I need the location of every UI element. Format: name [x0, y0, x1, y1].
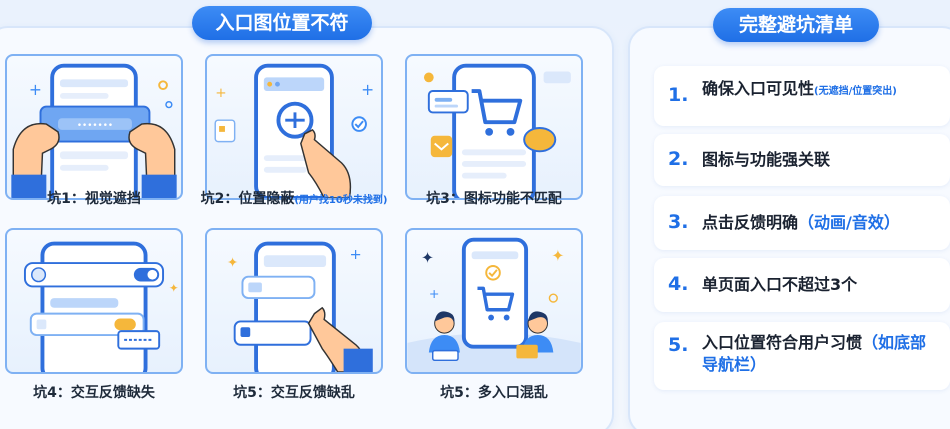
svg-text:+: +: [429, 286, 440, 301]
checklist-number: 3.: [668, 211, 689, 233]
checklist-item-5: 5. 入口位置符合用户习惯（如底部导航栏）: [654, 322, 950, 390]
checklist-note: （动画/音效）: [798, 213, 900, 232]
visual-obstruction-illustration: ••••••• +: [11, 63, 177, 198]
svg-text:✦: ✦: [421, 249, 434, 267]
pitfall-card-2: + +: [205, 54, 383, 200]
svg-text:✦: ✦: [227, 255, 238, 271]
pitfall-caption-3: 坑3：图标功能不匹配: [426, 191, 562, 207]
checklist-item-2: 2. 图标与功能强关联: [654, 134, 950, 186]
svg-text:+: +: [215, 85, 226, 101]
checklist-item-1: 1. 确保入口可见性(无遮挡/位置突出): [654, 66, 950, 126]
svg-text:•••••••: •••••••: [77, 121, 113, 131]
chaotic-feedback-illustration: ✦ +: [227, 241, 373, 372]
checklist-text: 单页面入口不超过3个: [702, 275, 858, 294]
checklist-item-4: 4. 单页面入口不超过3个: [654, 258, 950, 312]
checklist-text: 点击反馈明确: [702, 213, 799, 232]
svg-text:✦: ✦: [169, 281, 179, 295]
multiple-entries-illustration: ✦ ✦ +: [407, 237, 581, 372]
svg-text:✦: ✦: [551, 247, 564, 265]
pitfall-card-4: ✦: [5, 228, 183, 374]
svg-text:+: +: [29, 81, 42, 99]
checklist-number: 4.: [668, 273, 689, 295]
pitfall-card-5: ✦ +: [205, 228, 383, 374]
checklist-number: 5.: [668, 334, 689, 356]
pitfall-card-1: ••••••• +: [5, 54, 183, 200]
hidden-position-illustration: + +: [214, 63, 374, 198]
checklist-text: 入口位置符合用户习惯: [702, 333, 863, 352]
pitfall-caption-1: 坑1：视觉遮挡: [47, 191, 141, 207]
pitfall-card-3: [405, 54, 583, 200]
pitfalls-title: 入口图位置不符: [192, 6, 372, 40]
pitfall-caption-6: 坑5：多入口混乱: [440, 385, 548, 401]
checklist-title: 完整避坑清单: [713, 8, 879, 42]
checklist-number: 1.: [668, 84, 689, 106]
missing-feedback-illustration: ✦: [23, 241, 179, 372]
svg-text:+: +: [349, 246, 361, 263]
checklist-text: 确保入口可见性: [702, 79, 815, 98]
checklist-item-3: 3. 点击反馈明确（动画/音效）: [654, 196, 950, 250]
icon-mismatch-illustration: [423, 63, 571, 198]
checklist-note: (无遮挡/位置突出): [814, 86, 897, 97]
pitfall-caption-5: 坑5：交互反馈缺乱: [233, 385, 355, 401]
svg-text:+: +: [361, 81, 374, 99]
pitfall-caption-2: 坑2：位置隐蔽(用户找10秒未找到): [200, 191, 388, 207]
checklist-text: 图标与功能强关联: [702, 150, 831, 169]
checklist-number: 2.: [668, 148, 689, 170]
pitfall-caption-4: 坑4：交互反馈缺失: [33, 385, 155, 401]
pitfall-caption-2-note: (用户找10秒未找到): [294, 195, 388, 206]
pitfall-card-6: ✦ ✦ +: [405, 228, 583, 374]
checklist-note: （如底部导航栏）: [702, 333, 927, 374]
